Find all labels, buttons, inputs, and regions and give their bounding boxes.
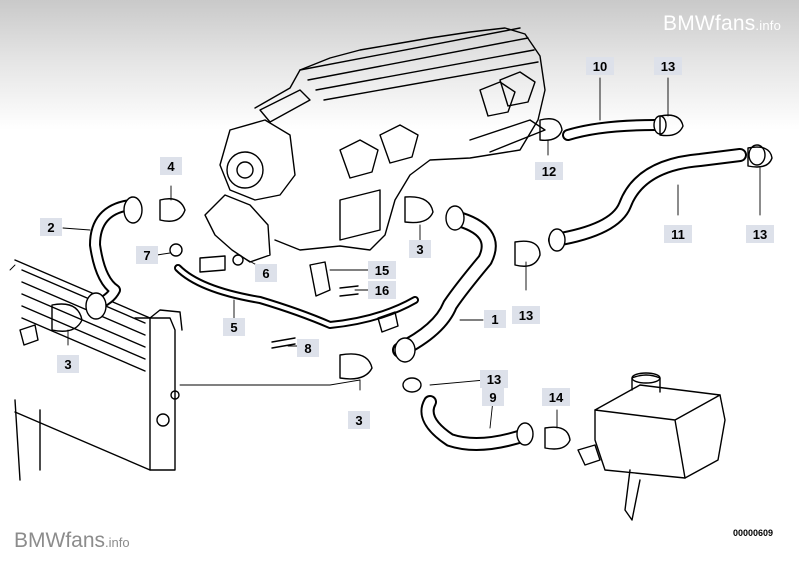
callout-13-lower: 13 [480,370,508,388]
svg-text:4: 4 [167,159,175,174]
watermark-top-suffix: .info [755,18,781,33]
callout-8: 8 [297,339,319,357]
svg-text:10: 10 [593,59,607,74]
callout-7: 7 [136,246,158,264]
callout-6: 6 [255,264,277,282]
watermark-bottom-suffix: .info [105,535,130,550]
callout-3-lower: 3 [348,411,370,429]
svg-text:12: 12 [542,164,556,179]
radiator [14,259,183,481]
svg-text:11: 11 [671,227,685,242]
callout-11: 11 [664,225,692,243]
svg-text:7: 7 [143,248,150,263]
svg-text:16: 16 [375,283,389,298]
svg-text:13: 13 [753,227,767,242]
callout-13-right: 13 [746,225,774,243]
callout-labels: 1 2 3 3 3 4 5 6 7 8 9 10 11 12 13 13 13 … [40,57,774,429]
callout-9: 9 [482,388,504,406]
hose-1 [392,210,497,358]
callout-4: 4 [160,157,182,175]
svg-text:9: 9 [489,390,496,405]
svg-text:8: 8 [304,341,311,356]
watermark-top-brand: BMWfans [663,12,756,35]
svg-text:15: 15 [375,263,389,278]
callout-3-upper: 3 [409,240,431,258]
watermark-top: BMWfans.info [663,12,781,36]
svg-text:5: 5 [230,320,237,335]
callout-10: 10 [586,57,614,75]
expansion-tank [577,372,726,521]
callout-1: 1 [484,310,506,328]
svg-text:2: 2 [47,220,54,235]
svg-text:13: 13 [661,59,675,74]
callout-13-middle: 13 [512,306,540,324]
svg-text:6: 6 [262,266,269,281]
svg-text:13: 13 [519,308,533,323]
hose-clamps [51,114,773,450]
svg-text:3: 3 [355,413,362,428]
callout-5: 5 [223,318,245,336]
callout-2: 2 [40,218,62,236]
callout-15: 15 [368,261,396,279]
hose-11 [548,148,747,247]
callout-14: 14 [542,388,570,406]
svg-text:3: 3 [416,242,423,257]
leader-lines [9,77,761,429]
callout-13-top: 13 [654,57,682,75]
svg-text:1: 1 [491,312,498,327]
svg-text:3: 3 [64,357,71,372]
diagram-reference-number: 00000609 [732,528,773,538]
svg-text:13: 13 [487,372,501,387]
watermark-bottom-brand: BMWfans [14,529,106,552]
watermark-bottom: BMWfans.info [14,529,130,553]
callout-12: 12 [535,162,563,180]
svg-text:14: 14 [549,390,564,405]
callout-3-radiator: 3 [57,355,79,373]
engine-block [204,27,546,263]
callout-16: 16 [368,281,396,299]
